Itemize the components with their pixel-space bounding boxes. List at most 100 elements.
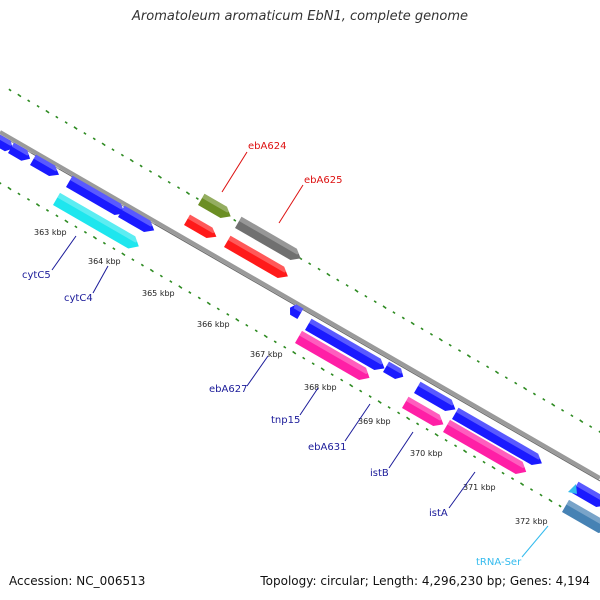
gc-dot-outer [522, 386, 528, 391]
gene-cds-2-shade [11, 142, 32, 156]
gc-dot-inner [131, 258, 135, 262]
gene-cds-small [290, 304, 304, 319]
gc-dot-outer [560, 408, 565, 412]
label-tnp15: tnp15 [271, 415, 300, 426]
gc-dot-outer [410, 321, 415, 326]
gc-dot-outer [364, 294, 368, 298]
gc-dot-inner [7, 186, 12, 191]
label-istB: istB [370, 468, 389, 479]
gene-cds-1 [0, 134, 13, 152]
gc-dot-outer [17, 93, 22, 98]
gc-dot-outer [83, 131, 87, 135]
gc-dot-outer [514, 381, 518, 385]
gc-dot-inner [121, 252, 126, 257]
gene-ebA625-shade [239, 216, 302, 255]
gc-dot-inner [539, 493, 543, 497]
gc-dot-outer [129, 158, 134, 163]
gene-red-large [224, 235, 288, 278]
leader-ebA624 [221, 151, 248, 193]
gc-dot-inner [320, 367, 325, 371]
gene-istA [443, 419, 527, 474]
gc-dot-outer [504, 376, 508, 380]
leader-cytC4 [92, 265, 109, 294]
gc-dot-inner [501, 471, 505, 475]
gc-dot-inner [206, 301, 211, 306]
gc-dot-inner [529, 488, 534, 492]
gc-dot-outer [27, 99, 31, 103]
gc-dot-inner [35, 203, 41, 207]
gc-dot-outer [36, 104, 40, 108]
gc-dot-outer [466, 354, 471, 358]
gc-dot-outer [64, 121, 68, 125]
leader-ebA625 [278, 184, 304, 224]
gc-dot-inner [473, 455, 477, 459]
gene-steel-shade [566, 499, 600, 524]
gc-dot-outer [429, 332, 433, 336]
map-title: Aromatoleum aromaticum EbN1, complete ge… [132, 9, 468, 24]
gene-cds-tiny [383, 361, 404, 379]
gc-dot-inner [149, 268, 154, 273]
label-ebA625: ebA625 [304, 175, 342, 186]
gene-cds-3-shade [33, 154, 60, 172]
gene-istA-blue-shade [456, 407, 543, 460]
gc-dot-inner [397, 411, 401, 415]
gc-dot-inner [254, 329, 258, 333]
gc-dot-inner [64, 219, 69, 224]
gc-dot-inner [92, 235, 97, 240]
genome-stats-text: Topology: circular; Length: 4,296,230 bp… [260, 574, 590, 588]
gc-dot-outer [494, 370, 500, 375]
gene-cds-3 [30, 154, 59, 176]
gc-dot-inner [349, 383, 354, 388]
gene-cds-small-shade [293, 303, 304, 313]
tick-label: 363 kbp [34, 228, 67, 237]
tick-label: 370 kbp [410, 449, 443, 458]
gc-dot-outer [382, 305, 387, 309]
gene-ebA624-shade [202, 193, 232, 213]
gc-dot-outer [345, 283, 349, 287]
gc-dot-inner [406, 416, 411, 421]
gc-dot-outer [73, 126, 78, 130]
tick-label: 369 kbp [358, 417, 391, 426]
gc-dot-outer [157, 175, 162, 179]
gene-istB-shade [406, 396, 445, 421]
gc-dot-outer [551, 403, 556, 407]
gc-dot-inner [519, 482, 525, 486]
gene-tnp15 [295, 330, 370, 380]
tick-label: 371 kbp [463, 483, 496, 492]
gc-dot-outer [336, 278, 340, 282]
leader-tRNA-Ser [521, 525, 549, 558]
gc-dot-outer [92, 137, 96, 141]
gc-dot-outer [598, 430, 600, 433]
leader-ebA627 [246, 355, 269, 387]
gene-cds-4 [66, 175, 125, 215]
gc-dot-outer [579, 419, 584, 423]
gene-edge-blue-shade [576, 481, 600, 500]
label-tRNA-Ser: tRNA-Ser [476, 557, 522, 568]
gene-tnp-blue-shade [309, 318, 386, 365]
gene-tnp15-shade [299, 330, 371, 375]
gc-dot-inner [548, 498, 553, 503]
gene-cds-5-shade [122, 205, 156, 227]
leader-cytC5 [51, 235, 77, 271]
gene-cds-4-shade [70, 175, 126, 210]
gc-dot-outer [542, 397, 546, 401]
leader-istB [388, 431, 414, 469]
gc-dot-inner [463, 449, 468, 454]
gc-dot-inner [26, 197, 31, 201]
tick-label: 365 kbp [142, 289, 175, 298]
gc-dot-inner [416, 422, 420, 426]
gc-dot-inner [263, 334, 268, 339]
gc-dot-outer [448, 343, 452, 347]
gc-dot-outer [438, 337, 443, 342]
gene-cds-2 [8, 142, 31, 161]
gc-dot-inner [444, 438, 448, 442]
gc-dot-inner [491, 465, 496, 470]
gc-dot-inner [112, 247, 116, 251]
gene-edge-blue [572, 481, 600, 507]
leader-istA [448, 471, 476, 509]
genome-backbone [0, 130, 600, 480]
gene-red-small-shade [187, 214, 218, 234]
gc-dot-outer [148, 169, 153, 173]
gc-dot-outer [45, 109, 50, 114]
